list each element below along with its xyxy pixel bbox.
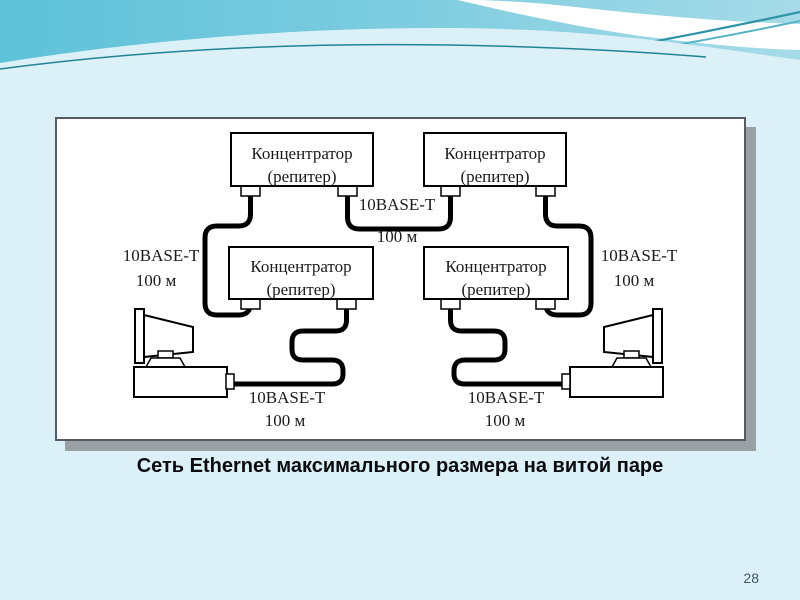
system-unit <box>569 366 664 398</box>
network-port <box>561 373 571 390</box>
slide-caption: Сеть Ethernet максимального размера на в… <box>136 455 664 477</box>
segment-center-length: 100 м <box>377 227 418 246</box>
monitor-tube <box>603 313 654 359</box>
monitor-stand-neck <box>157 350 174 359</box>
cable-bottom-left-s <box>233 304 349 387</box>
wave-banner-graphic <box>0 0 800 92</box>
segment-bottom-right-type: 10BASE-T <box>468 388 545 407</box>
segment-center-label: 10BASE-T 100 м <box>359 195 436 246</box>
hub-mid-right-label-2: (репитер) <box>461 280 530 299</box>
segment-center-type: 10BASE-T <box>359 195 436 214</box>
hub-top-left-label-2: (репитер) <box>267 167 336 186</box>
wave-foreground <box>0 27 800 92</box>
hub-mid-left-label-1: Концентратор <box>250 257 351 276</box>
monitor-screen-face <box>652 308 663 364</box>
cable-left-loop <box>202 191 253 318</box>
segment-right-label: 10BASE-T 100 м <box>601 246 678 290</box>
hub-mid-right: Концентратор (репитер) <box>423 246 569 300</box>
hub-top-right-label-2: (репитер) <box>460 167 529 186</box>
network-diagram: Концентратор (репитер) Концентратор (реп… <box>123 132 678 430</box>
hub-top-right: Концентратор (репитер) <box>423 132 567 187</box>
monitor-stand-base <box>144 357 187 368</box>
hub-mid-right-label-1: Концентратор <box>445 257 546 276</box>
wave-crest-line <box>0 43 707 70</box>
network-port <box>225 373 235 390</box>
monitor-stand-neck <box>623 350 640 359</box>
hub-mid-left: Концентратор (репитер) <box>228 246 374 300</box>
segment-bottom-left-length: 100 м <box>265 411 306 430</box>
hub-top-right-port-b <box>535 185 556 197</box>
hub-top-left-port-a <box>240 185 261 197</box>
hub-top-left-port-b <box>337 185 358 197</box>
segment-left-label: 10BASE-T 100 м <box>123 246 200 290</box>
hub-top-right-label-1: Концентратор <box>444 144 545 163</box>
hub-top-left-label-1: Концентратор <box>251 144 352 163</box>
segment-bottom-left-label: 10BASE-T 100 м <box>249 388 326 430</box>
hub-top-right-port-a <box>440 185 461 197</box>
hub-mid-right-port-b <box>535 298 556 310</box>
hub-mid-right-box <box>423 246 569 300</box>
hub-top-left-box <box>230 132 374 187</box>
workstation-left-icon <box>133 308 235 398</box>
segment-right-type: 10BASE-T <box>601 246 678 265</box>
hub-top-left: Концентратор (репитер) <box>230 132 374 187</box>
cable-center-link <box>345 191 453 232</box>
hub-mid-right-port-a <box>440 298 461 310</box>
hub-mid-left-label-2: (репитер) <box>266 280 335 299</box>
segment-bottom-left-type: 10BASE-T <box>249 388 326 407</box>
cable-bottom-right-s <box>448 304 564 387</box>
page-number: 28 <box>743 570 759 586</box>
monitor-stand-base <box>610 357 653 368</box>
segment-bottom-right-label: 10BASE-T 100 м <box>468 388 545 430</box>
segment-bottom-right-length: 100 м <box>485 411 526 430</box>
hub-mid-left-port-b <box>336 298 357 310</box>
hub-mid-left-port-a <box>240 298 261 310</box>
monitor-tube <box>143 313 194 359</box>
system-unit <box>133 366 228 398</box>
segment-left-length: 100 м <box>136 271 177 290</box>
hub-top-right-box <box>423 132 567 187</box>
hub-mid-left-box <box>228 246 374 300</box>
workstation-right-icon <box>561 308 664 398</box>
segment-right-length: 100 м <box>614 271 655 290</box>
monitor-screen-face <box>134 308 145 364</box>
segment-left-type: 10BASE-T <box>123 246 200 265</box>
cable-right-loop <box>543 191 594 318</box>
